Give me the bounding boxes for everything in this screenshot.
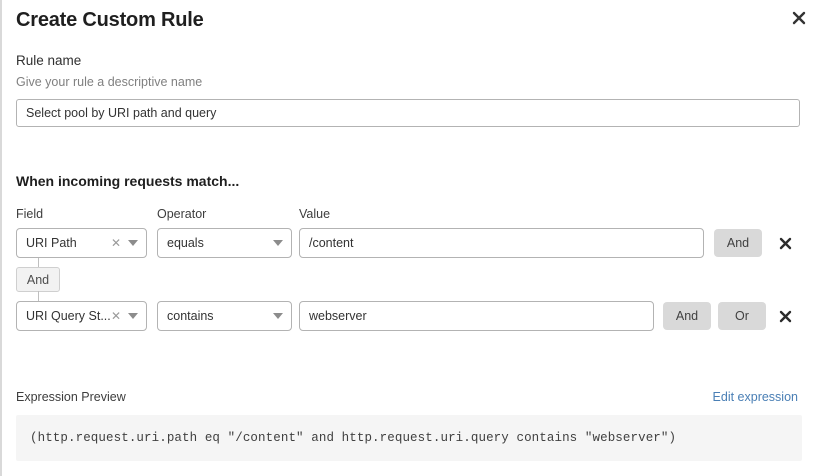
rule-name-input[interactable] — [16, 99, 800, 127]
operator-select-2-label: contains — [167, 309, 214, 323]
rule-name-label: Rule name — [16, 53, 82, 68]
field-select-1-label: URI Path — [26, 236, 77, 250]
dialog-title: Create Custom Rule — [16, 9, 204, 31]
connector-and-badge[interactable]: And — [16, 267, 60, 292]
connector-line-bottom — [38, 291, 39, 301]
chevron-down-icon[interactable] — [273, 240, 283, 246]
column-header-value: Value — [299, 207, 331, 221]
field-select-2-label: URI Query St... — [26, 309, 111, 323]
rule-name-help-text: Give your rule a descriptive name — [16, 75, 203, 89]
and-button-2[interactable]: And — [663, 302, 711, 330]
and-button-1[interactable]: And — [714, 229, 762, 257]
remove-condition-button-2[interactable] — [772, 301, 798, 331]
condition-connector: And — [16, 258, 136, 306]
match-section-heading: When incoming requests match... — [16, 173, 240, 189]
clear-icon[interactable]: ✕ — [110, 309, 121, 323]
column-header-operator: Operator — [157, 207, 207, 221]
operator-select-1-label: equals — [167, 236, 204, 250]
field-select-1[interactable]: URI Path ✕ — [16, 228, 147, 258]
operator-select-2[interactable]: contains — [157, 301, 292, 331]
value-input-1[interactable] — [299, 228, 704, 258]
column-header-field: Field — [16, 207, 44, 221]
value-input-2[interactable] — [299, 301, 654, 331]
expression-preview-code: (http.request.uri.path eq "/content" and… — [30, 431, 677, 445]
field-select-2[interactable]: URI Query St... ✕ — [16, 301, 147, 331]
edit-expression-link[interactable]: Edit expression — [712, 390, 798, 404]
operator-select-1[interactable]: equals — [157, 228, 292, 258]
expression-preview-label: Expression Preview — [16, 390, 126, 404]
remove-condition-button-1[interactable] — [772, 228, 798, 258]
connector-line-top — [38, 258, 39, 268]
close-icon[interactable] — [786, 5, 812, 31]
chevron-down-icon[interactable] — [128, 313, 138, 319]
or-button-2[interactable]: Or — [718, 302, 766, 330]
clear-icon[interactable]: ✕ — [110, 236, 121, 250]
chevron-down-icon[interactable] — [273, 313, 283, 319]
chevron-down-icon[interactable] — [128, 240, 138, 246]
expression-preview-box: (http.request.uri.path eq "/content" and… — [16, 415, 802, 461]
